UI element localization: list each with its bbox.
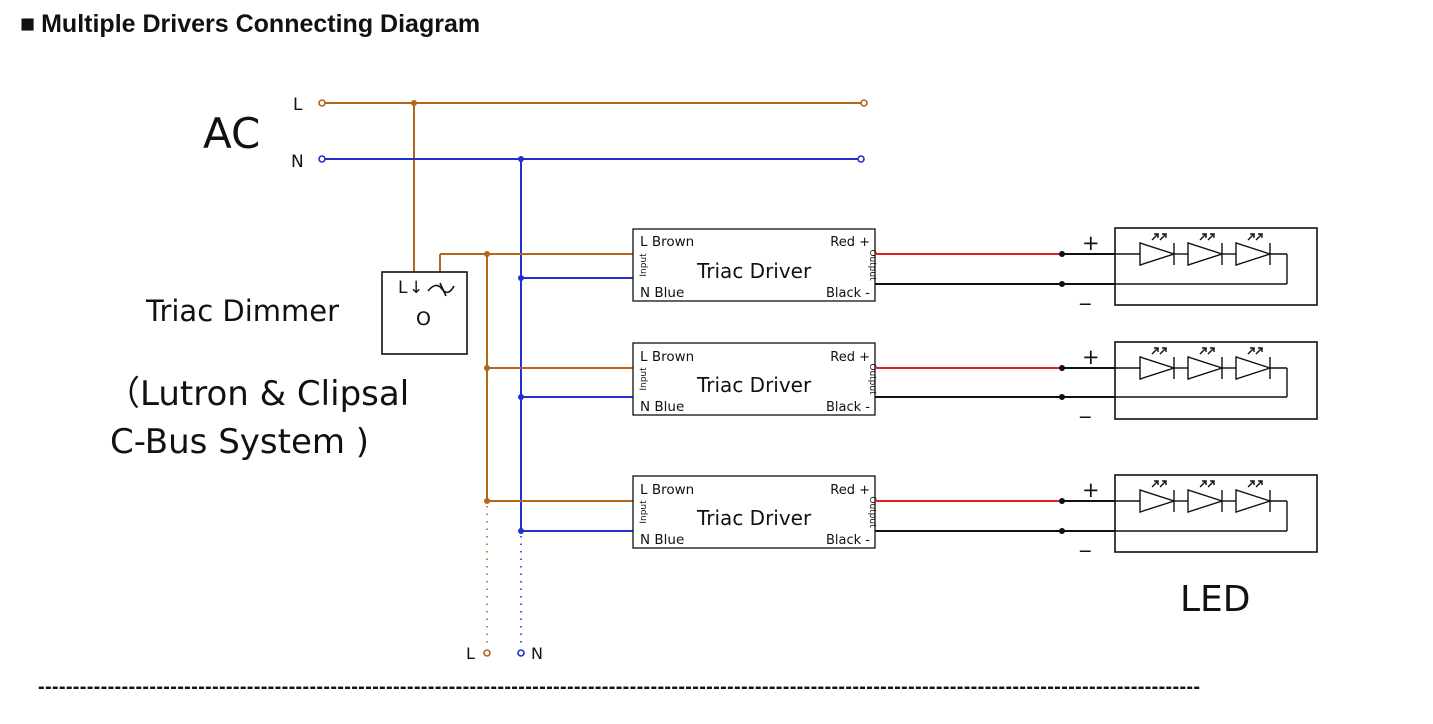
page-heading: ■Multiple Drivers Connecting Diagram [20,10,480,39]
n-junction-3 [518,528,524,534]
continuation-n-terminal [517,649,525,657]
out-node-pos-3 [1059,498,1065,504]
driver-2-out-neg: Black - [826,400,870,415]
led-3-minus: _ [1079,528,1091,553]
continuation-l-terminal [483,649,491,657]
output-wires-2 [875,367,1115,398]
driver-2-input-side: Input [639,367,649,391]
triac-driver-1: L Brown N Blue Triac Driver Red + Black … [632,228,877,302]
led-diode-icon [1139,233,1188,266]
driver-3-in-n: N Blue [640,532,684,548]
led-1-plus: + [1082,231,1100,255]
continuation-l-label: L [466,644,475,663]
out-node-neg-2 [1059,394,1065,400]
ac-line-n-label: N [291,152,304,172]
driver-2-in-n: N Blue [640,399,684,415]
led-chain-1 [1115,233,1288,285]
ac-label: AC [203,109,260,158]
output-wires-1 [875,253,1115,285]
triac-driver-2: L Brown N Blue Triac Driver Red + Black … [632,342,877,416]
driver-1-out-pos: Red + [830,235,870,250]
dimmer-brand-line1: （Lutron & Clipsal [106,374,409,414]
led-diode-icon [1235,480,1273,513]
led-strip-2 [1114,341,1318,420]
ac-line-n [322,158,861,532]
driver-2-out-pos: Red + [830,350,870,365]
driver-3-out-neg: Black - [826,533,870,548]
ac-l-terminal [318,99,326,107]
led-chain-2 [1115,347,1288,398]
driver-3-title: Triac Driver [696,506,812,530]
l-junction-1 [484,251,490,257]
dimmer-brand-line2: C-Bus System ) [110,422,369,462]
driver-2-in-l: L Brown [640,349,694,365]
driver-1-output-side: Output [867,249,877,281]
heading-title: Multiple Drivers Connecting Diagram [41,10,481,38]
led-2-minus: _ [1079,394,1091,419]
driver-3-input-side: Input [639,500,649,524]
ac-n-junction [518,156,524,162]
n-junction-2 [518,394,524,400]
dimmer-symbol-l: L [398,278,408,298]
dimmer-symbol-arrow: ↓ [409,278,423,298]
ac-l-end-terminal [860,99,868,107]
out-node-neg-1 [1059,281,1065,287]
led-strip-1 [1114,227,1318,306]
ac-n-end-terminal [857,155,865,163]
dimmer-title: Triac Dimmer [145,294,339,328]
ac-l-junction [411,100,417,106]
continuation-n-label: N [531,644,543,663]
ac-n-terminal [318,155,326,163]
out-node-pos-1 [1059,251,1065,257]
out-node-neg-3 [1059,528,1065,534]
output-wires-3 [875,500,1115,532]
led-diode-icon [1187,480,1236,513]
driver-3-out-pos: Red + [830,483,870,498]
led-diode-icon [1187,347,1236,380]
led-3-plus: + [1082,478,1100,502]
out-node-pos-2 [1059,365,1065,371]
heading-bullet: ■ [20,10,36,38]
dimmed-line-l [439,253,633,502]
driver-1-in-l: L Brown [640,234,694,250]
led-chain-3 [1115,480,1288,532]
led-strip-3 [1114,474,1318,553]
driver-2-output-side: Output [867,363,877,395]
led-1-minus: _ [1079,281,1091,306]
driver-1-input-side: Input [639,253,649,277]
led-label: LED [1180,579,1251,620]
led-2-plus: + [1082,345,1100,369]
ac-line-l-label: L [293,95,303,115]
driver-1-title: Triac Driver [696,259,812,283]
triac-driver-3: L Brown N Blue Triac Driver Red + Black … [632,475,877,549]
triac-dimmer: L ↓ O [381,271,468,355]
driver-3-in-l: L Brown [640,482,694,498]
n-junction-1 [518,275,524,281]
section-separator: ----------------------------------------… [38,676,1201,698]
driver-1-in-n: N Blue [640,285,684,301]
driver-2-title: Triac Driver [696,373,812,397]
driver-1-out-neg: Black - [826,286,870,301]
driver-3-output-side: Output [867,496,877,528]
l-junction-3 [484,498,490,504]
led-diode-icon [1139,480,1188,513]
dimmer-symbol-o: O [416,308,431,330]
dimmer-knob-icon [427,282,455,297]
led-diode-icon [1139,347,1188,380]
led-circuits [1115,233,1288,532]
l-junction-2 [484,365,490,371]
led-diode-icon [1187,233,1236,266]
